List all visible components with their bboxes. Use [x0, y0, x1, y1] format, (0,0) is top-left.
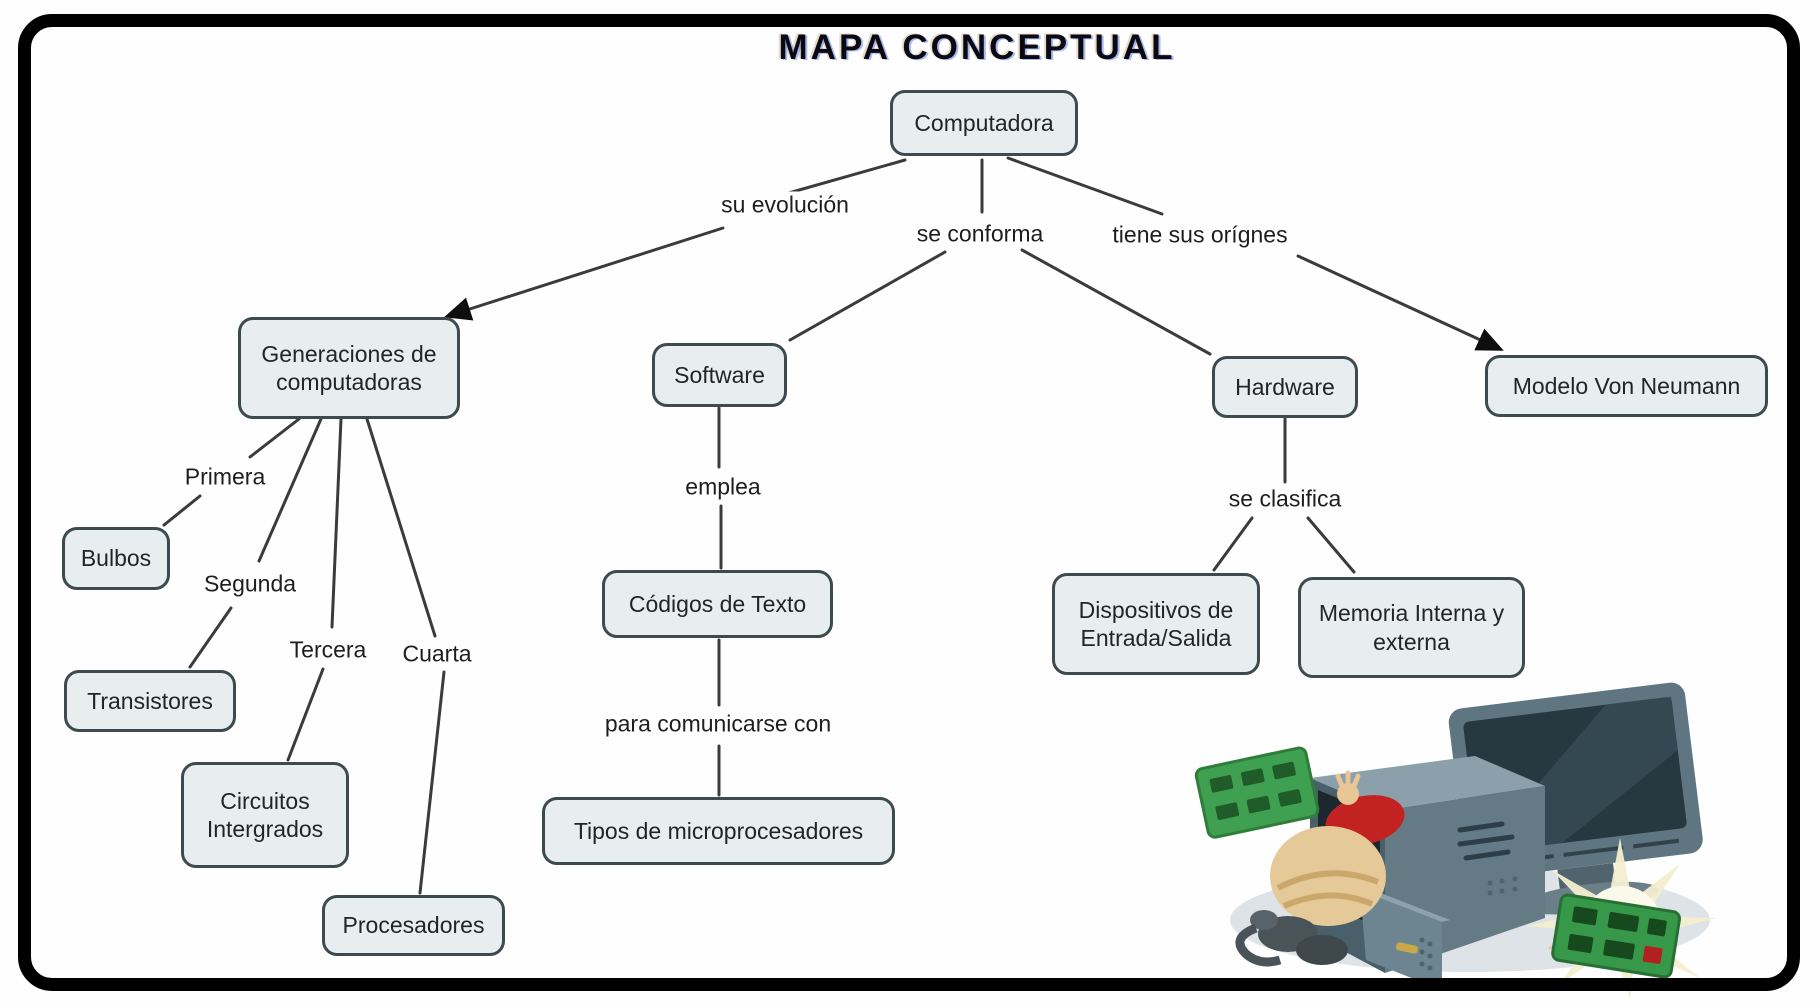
page-title: MAPA CONCEPTUAL — [778, 28, 1176, 67]
node-bulbos: Bulbos — [62, 527, 170, 590]
edge-label-emplea: emplea — [679, 473, 767, 501]
edge-origenes-1 — [1006, 156, 1164, 216]
node-transistores: Transistores — [64, 670, 236, 732]
node-codigos-de-texto-label: Códigos de Texto — [628, 590, 807, 617]
node-memoria-interna-externa-label: Memoria Interna y externa — [1318, 600, 1505, 655]
edge-label-se-conforma: se conforma — [910, 220, 1050, 248]
edge-clasifica-memoria — [1306, 516, 1356, 574]
computer-hardware-illustration — [1194, 682, 1716, 998]
edge-se-conforma-hardware — [1020, 248, 1212, 356]
edge-clasifica-dispositivos — [1212, 516, 1254, 572]
node-software-label: Software — [674, 361, 765, 388]
edge-segunda-2 — [188, 606, 233, 669]
edge-label-primera: Primera — [178, 463, 272, 491]
edge-su-evolucion-1 — [776, 158, 907, 198]
node-software: Software — [652, 343, 787, 407]
node-procesadores: Procesadores — [322, 895, 505, 956]
node-circuitos-integrados: Circuitos Intergrados — [181, 762, 349, 868]
node-circuitos-integrados-label: Circuitos Intergrados — [206, 787, 324, 842]
edge-su-evolucion-2-arrow — [443, 226, 725, 321]
node-computadora: Computadora — [890, 90, 1078, 156]
circuit-board-right-icon — [1526, 838, 1716, 998]
edge-origenes-2-arrow — [1296, 254, 1504, 351]
node-procesadores-label: Procesadores — [342, 912, 485, 939]
edge-primera-2 — [162, 494, 202, 527]
node-modelo-von-neumann: Modelo Von Neumann — [1485, 355, 1768, 417]
node-codigos-de-texto: Códigos de Texto — [602, 570, 833, 638]
circuit-board-left-icon — [1194, 746, 1320, 839]
node-generaciones-label: Generaciones de computadoras — [261, 340, 437, 395]
node-hardware: Hardware — [1212, 356, 1358, 418]
node-modelo-von-neumann-label: Modelo Von Neumann — [1512, 372, 1741, 399]
technician-icon — [1235, 770, 1405, 967]
edge-primera-1 — [248, 417, 301, 459]
edge-label-segunda: Segunda — [197, 570, 303, 598]
edge-label-tiene-origenes: tiene sus orígnes — [1106, 221, 1294, 249]
edge-label-tercera: Tercera — [283, 636, 373, 664]
node-memoria-interna-externa: Memoria Interna y externa — [1298, 577, 1525, 678]
edge-segunda-1 — [257, 417, 323, 563]
edge-cuarta-1 — [365, 417, 437, 638]
edge-tercera-1 — [330, 417, 343, 629]
edge-label-para-comunicarse: para comunicarse con — [598, 710, 838, 738]
edge-label-se-clasifica: se clasifica — [1222, 485, 1348, 513]
edge-label-cuarta: Cuarta — [396, 640, 478, 668]
edge-label-su-evolucion: su evolución — [715, 191, 855, 219]
node-computadora-label: Computadora — [914, 109, 1054, 136]
node-tipos-microprocesadores: Tipos de microprocesadores — [542, 797, 895, 865]
edge-cuarta-2 — [418, 670, 446, 895]
node-tipos-microprocesadores-label: Tipos de microprocesadores — [573, 817, 864, 844]
node-hardware-label: Hardware — [1235, 373, 1335, 400]
node-dispositivos-entrada-salida: Dispositivos de Entrada/Salida — [1052, 573, 1260, 675]
node-dispositivos-entrada-salida-label: Dispositivos de Entrada/Salida — [1078, 596, 1234, 651]
edge-tercera-2 — [286, 667, 325, 762]
node-transistores-label: Transistores — [87, 687, 213, 714]
edge-se-conforma-software — [788, 250, 947, 342]
node-generaciones: Generaciones de computadoras — [238, 317, 460, 419]
node-bulbos-label: Bulbos — [80, 545, 152, 572]
